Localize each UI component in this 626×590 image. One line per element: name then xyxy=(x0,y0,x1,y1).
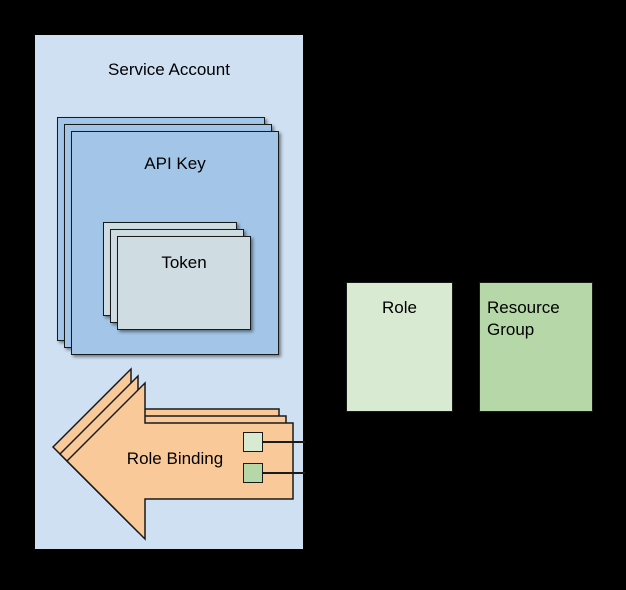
role-connector-line xyxy=(263,441,305,443)
role-connector-square[interactable] xyxy=(243,432,263,452)
service-account-label: Service Account xyxy=(108,60,230,79)
resource-group-label: Resource Group xyxy=(487,298,560,339)
token-card[interactable] xyxy=(117,236,251,330)
resource-group-connector-line xyxy=(263,472,305,474)
role-binding-arrow[interactable] xyxy=(65,381,294,541)
resource-group-connector-square[interactable] xyxy=(243,463,263,483)
role-binding-label: Role Binding xyxy=(126,449,224,468)
role-box[interactable] xyxy=(346,282,453,412)
resource-group-box[interactable] xyxy=(479,282,593,412)
api-key-label: API Key xyxy=(144,154,206,173)
role-label: Role xyxy=(382,298,417,317)
token-label: Token xyxy=(161,253,207,272)
